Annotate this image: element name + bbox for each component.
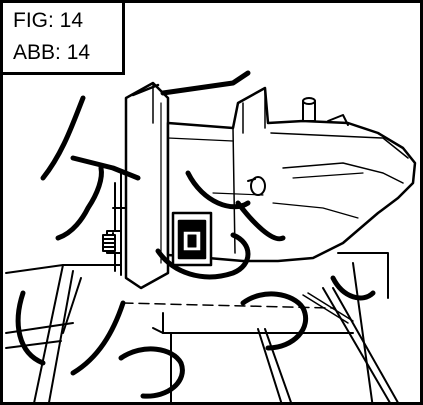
switch-box — [171, 211, 213, 267]
side-knob — [247, 176, 266, 196]
top-knob — [302, 97, 349, 126]
abb-label: ABB: 14 — [13, 41, 91, 64]
support-posts — [106, 172, 126, 276]
table-base — [5, 252, 399, 402]
fig-label: FIG: 14 — [13, 9, 84, 32]
saw-drawing — [5, 81, 417, 402]
adjustment-knob — [102, 234, 116, 252]
blade-guard — [124, 81, 170, 290]
motor-housing — [166, 86, 417, 263]
figure-label-box: FIG: 14 ABB: 14 — [3, 3, 125, 75]
